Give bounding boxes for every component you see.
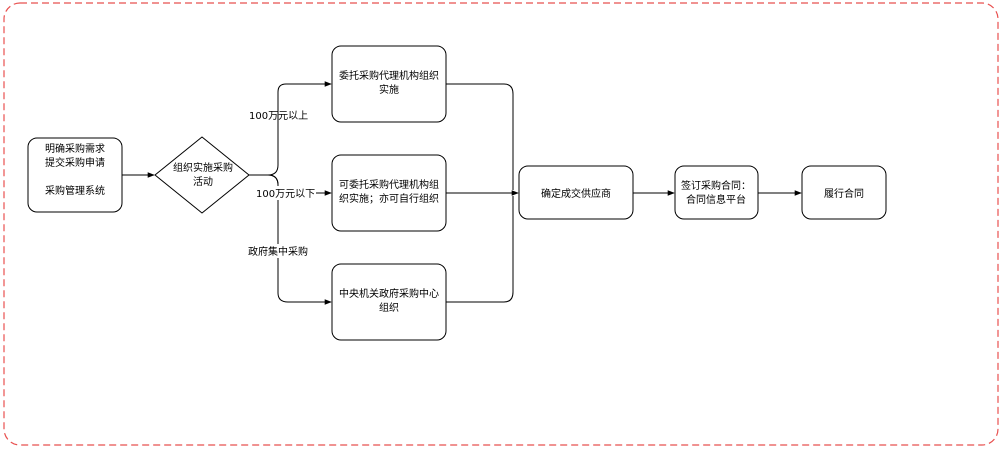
node-perform-contract[interactable]: 履行合同 bbox=[801, 165, 887, 220]
node-central-center-line1: 中央机关政府采购中心 bbox=[339, 287, 439, 300]
node-sign-contract-line1: 签订采购合同： bbox=[681, 179, 751, 192]
node-start-line1: 明确采购需求 bbox=[45, 142, 105, 155]
node-decision-line2: 活动 bbox=[193, 176, 213, 188]
node-perform-contract-box bbox=[801, 165, 887, 220]
node-agent-org-line1: 委托采购代理机构组织 bbox=[339, 69, 439, 82]
edge-label-bg bbox=[246, 244, 312, 258]
edge-agent-org-to-confirm bbox=[446, 83, 514, 190]
edges bbox=[122, 81, 802, 305]
node-start[interactable]: 明确采购需求 提交采购申请 采购管理系统 bbox=[27, 137, 123, 213]
node-confirm-supplier[interactable]: 确定成交供应商 bbox=[518, 165, 634, 220]
node-confirm-supplier-label: 确定成交供应商 bbox=[541, 187, 611, 200]
node-agent-org[interactable]: 委托采购代理机构组织 实施 bbox=[331, 45, 447, 123]
node-central-center[interactable]: 中央机关政府采购中心 组织 bbox=[331, 263, 447, 341]
node-central-center-line2: 组织 bbox=[379, 301, 399, 314]
edge-label-centralized: 政府集中采购 bbox=[248, 245, 308, 258]
edge-label-above-1m: 100万元以上 bbox=[249, 110, 308, 122]
node-decision-diamond bbox=[154, 136, 250, 214]
dashed-group-frame bbox=[3, 2, 999, 446]
node-decision[interactable]: 组织实施采购 活动 bbox=[154, 136, 250, 214]
node-start-line3: 采购管理系统 bbox=[45, 184, 105, 197]
edge-label-below-1m: 100万元以下 bbox=[256, 189, 315, 200]
node-sign-contract-box bbox=[674, 165, 759, 220]
node-agent-org-line2: 实施 bbox=[379, 83, 399, 96]
edge-central-center-to-confirm bbox=[446, 196, 514, 303]
node-perform-contract-label: 履行合同 bbox=[824, 187, 864, 200]
node-start-line2: 提交采购申请 bbox=[45, 156, 105, 169]
edge-label-bg bbox=[254, 186, 316, 200]
node-central-center-box bbox=[331, 263, 447, 341]
node-optional-agent-box bbox=[331, 154, 447, 232]
node-optional-agent-line1: 可委托采购代理机构组 bbox=[339, 178, 439, 191]
node-sign-contract[interactable]: 签订采购合同： 合同信息平台 bbox=[674, 165, 759, 220]
node-start-box bbox=[27, 137, 123, 213]
node-sign-contract-line2: 合同信息平台 bbox=[686, 193, 746, 206]
node-optional-agent[interactable]: 可委托采购代理机构组 织实施；亦可自行组织 bbox=[331, 154, 447, 232]
edge-decision-to-central-center bbox=[249, 174, 332, 305]
node-confirm-supplier-box bbox=[518, 165, 634, 220]
node-decision-line1: 组织实施采购 bbox=[173, 161, 233, 174]
edge-decision-to-agent-org bbox=[249, 81, 332, 176]
node-agent-org-box bbox=[331, 45, 447, 123]
node-optional-agent-line2: 织实施；亦可自行组织 bbox=[339, 192, 439, 205]
